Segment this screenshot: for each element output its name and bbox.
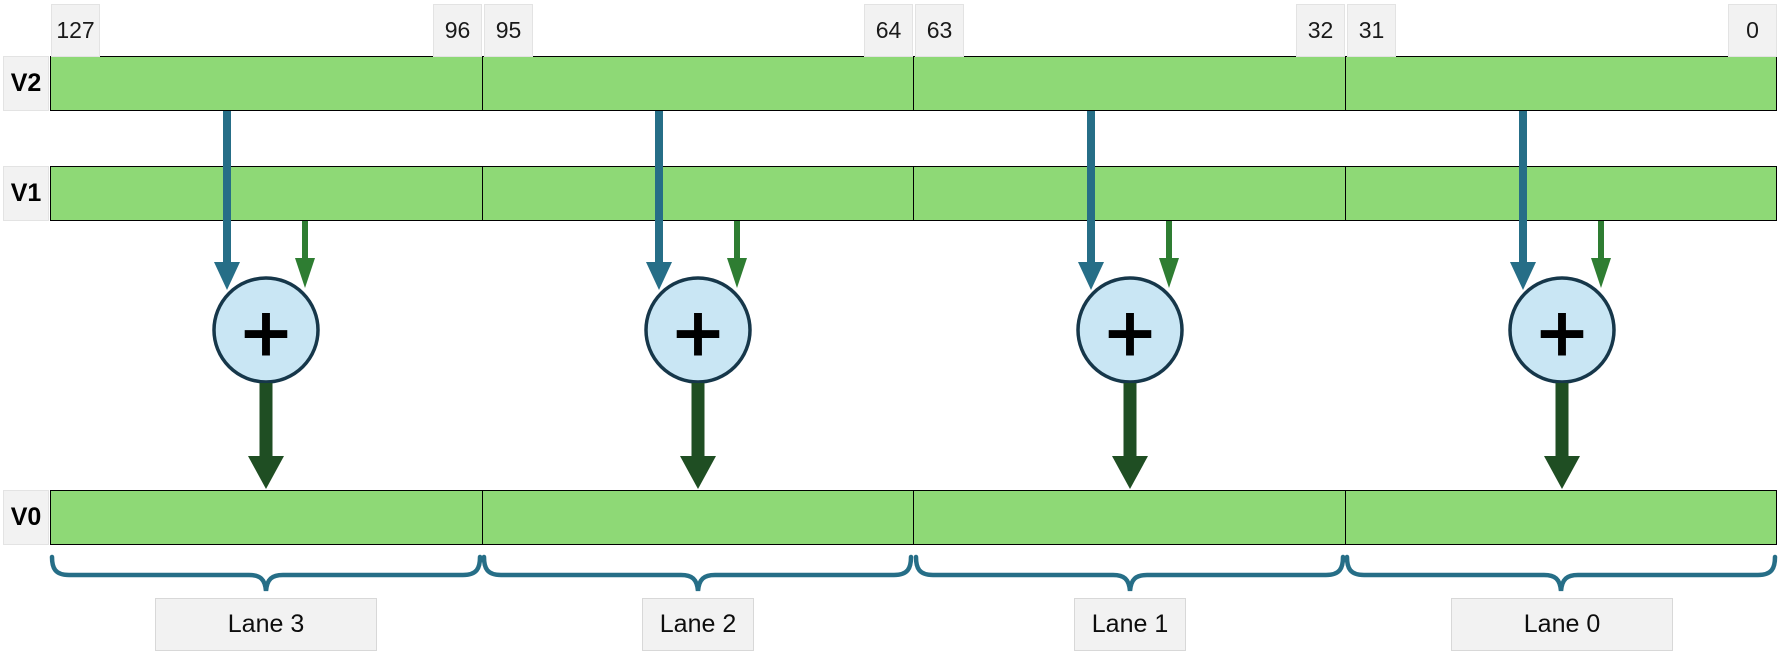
v1-to-adder-arrow	[295, 221, 315, 288]
register-segment	[51, 167, 483, 220]
register-v1-bar	[50, 166, 1777, 221]
register-segment	[914, 57, 1346, 110]
register-segment	[1346, 57, 1777, 110]
register-v2-bar	[50, 56, 1777, 111]
v1-to-adder-arrow	[1591, 221, 1611, 288]
register-v1-label: V1	[3, 166, 49, 221]
lane-label-1: Lane 1	[1074, 598, 1186, 651]
bit-index-label-32: 32	[1296, 4, 1345, 57]
adder-to-v0-arrow	[1112, 383, 1148, 489]
register-v2-label: V2	[3, 56, 49, 111]
plus-icon: +	[238, 294, 295, 373]
register-segment	[483, 57, 914, 110]
register-segment	[914, 167, 1346, 220]
register-segment	[51, 57, 483, 110]
lane-label-0: Lane 0	[1451, 598, 1673, 651]
adder-to-v0-arrow	[680, 383, 716, 489]
adder-to-v0-arrow	[248, 383, 284, 489]
adder-to-v0-arrow	[1544, 383, 1580, 489]
lane-label-2: Lane 2	[642, 598, 754, 651]
register-segment	[483, 167, 914, 220]
register-segment	[1346, 491, 1777, 544]
register-v0-bar	[50, 490, 1777, 545]
register-segment	[51, 491, 483, 544]
bit-index-label-95: 95	[484, 4, 533, 57]
plus-icon: +	[1534, 294, 1591, 373]
plus-icon: +	[1102, 294, 1159, 373]
lane-label-3: Lane 3	[155, 598, 377, 651]
register-segment	[1346, 167, 1777, 220]
lane-brace	[49, 554, 483, 592]
bit-index-label-127: 127	[51, 4, 100, 57]
lane-brace	[481, 554, 914, 592]
adder-circle	[1508, 276, 1616, 384]
register-segment	[914, 491, 1346, 544]
bit-index-label-64: 64	[864, 4, 913, 57]
bit-index-label-63: 63	[915, 4, 964, 57]
bit-index-label-96: 96	[433, 4, 482, 57]
bit-index-label-31: 31	[1347, 4, 1396, 57]
v1-to-adder-arrow	[727, 221, 747, 288]
plus-icon: +	[670, 294, 727, 373]
lane-brace	[1344, 554, 1778, 592]
adder-circle	[212, 276, 320, 384]
lane-brace	[913, 554, 1346, 592]
register-segment	[483, 491, 914, 544]
adder-circle	[644, 276, 752, 384]
bit-index-label-0: 0	[1728, 4, 1777, 57]
v1-to-adder-arrow	[1159, 221, 1179, 288]
adder-circle	[1076, 276, 1184, 384]
register-v0-label: V0	[3, 490, 49, 545]
